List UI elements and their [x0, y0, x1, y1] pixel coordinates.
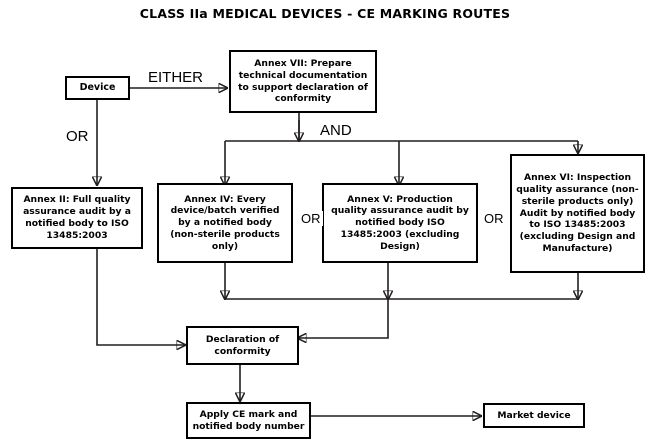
- label-or-annex5-annex6: OR: [482, 211, 506, 226]
- node-annex-vii[interactable]: Annex VII: Prepare technical documentati…: [229, 50, 377, 113]
- node-market-device-label: Market device: [497, 409, 571, 421]
- node-annex-vi[interactable]: Annex VI: Inspection quality assurance (…: [510, 154, 645, 273]
- node-annex-v[interactable]: Annex V: Production quality assurance au…: [322, 183, 478, 263]
- node-device[interactable]: Device: [65, 76, 130, 100]
- node-apply-ce-label: Apply CE mark and notified body number: [192, 408, 305, 432]
- node-apply-ce-mark[interactable]: Apply CE mark and notified body number: [186, 402, 311, 439]
- node-market-device[interactable]: Market device: [483, 403, 585, 428]
- page-title: CLASS IIa MEDICAL DEVICES - CE MARKING R…: [139, 6, 511, 21]
- node-declaration-of-conformity[interactable]: Declaration of conformity: [186, 326, 299, 365]
- node-annex-vii-label: Annex VII: Prepare technical documentati…: [238, 57, 368, 105]
- node-annex-iv-label: Annex IV: Every device/batch verified by…: [170, 193, 280, 252]
- node-annex-iv[interactable]: Annex IV: Every device/batch verified by…: [157, 183, 293, 263]
- label-or-device: OR: [64, 128, 91, 145]
- node-annex-ii-label: Annex II: Full quality assurance audit b…: [23, 194, 131, 241]
- node-annex-vi-label: Annex VI: Inspection quality assurance (…: [516, 172, 639, 254]
- label-either: EITHER: [146, 69, 206, 86]
- node-device-label: Device: [79, 81, 116, 93]
- node-declaration-label: Declaration of conformity: [205, 333, 280, 357]
- node-annex-ii[interactable]: Annex II: Full quality assurance audit b…: [11, 187, 143, 249]
- label-and: AND: [318, 122, 354, 139]
- node-annex-v-label: Annex V: Production quality assurance au…: [331, 193, 469, 252]
- label-or-annex4-annex5: OR: [299, 211, 323, 226]
- edge-merge-to-declaration: [298, 299, 389, 338]
